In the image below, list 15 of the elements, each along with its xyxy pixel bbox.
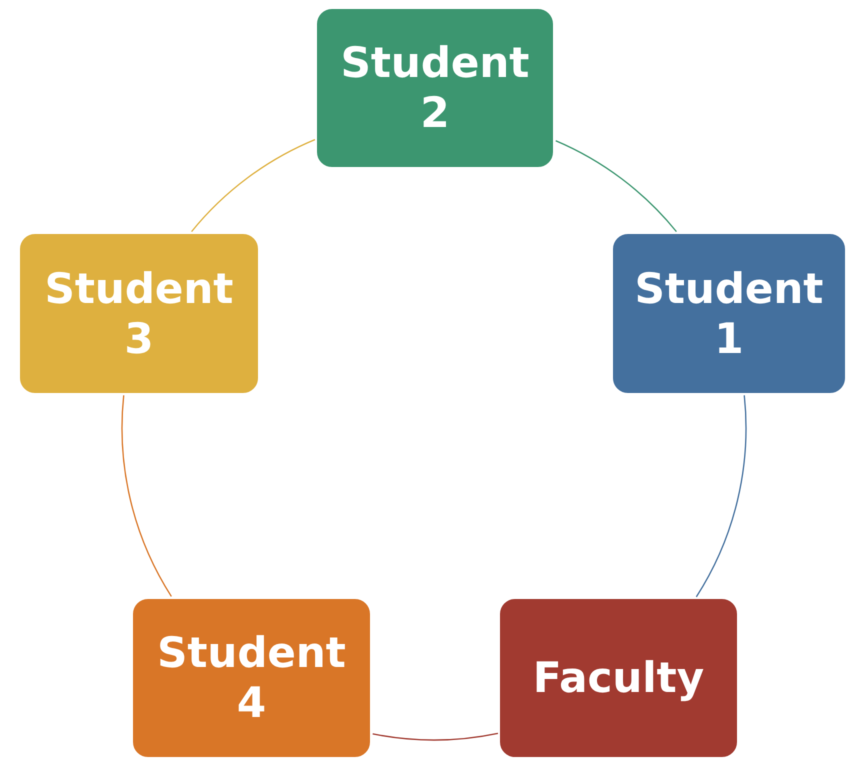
rounded-box (316, 8, 554, 168)
connector-arc (555, 140, 677, 232)
rounded-box (19, 233, 259, 394)
connector-arc (121, 395, 172, 597)
connector-arc (191, 139, 316, 232)
rounded-box (132, 598, 371, 758)
node-label: Student 2 (340, 38, 530, 138)
node-label: Student 1 (634, 264, 824, 364)
connector-arc (372, 732, 498, 741)
rounded-box (612, 233, 846, 394)
node-label: Student 3 (44, 264, 234, 364)
node-label: Faculty (532, 653, 704, 703)
node-label: Student 4 (156, 628, 347, 728)
rounded-box (499, 598, 738, 758)
connector-arc (696, 395, 747, 598)
